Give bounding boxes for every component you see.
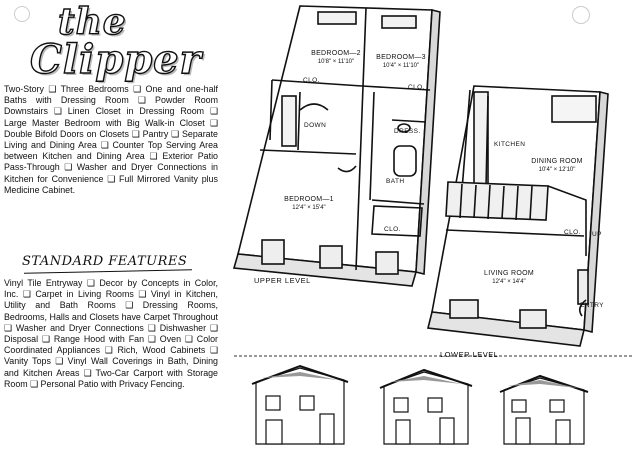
closet-upper-bottom-label: CLO. xyxy=(384,226,401,233)
binder-hole xyxy=(572,6,590,24)
elevation-sketch-1 xyxy=(251,364,349,445)
down-stair-label: DOWN xyxy=(304,122,327,129)
entry-label: ENTRY xyxy=(580,302,604,309)
bath-label: BATH xyxy=(386,178,405,185)
lower-level-label: LOWER LEVEL xyxy=(440,350,499,359)
model-title: the Clipper xyxy=(29,1,202,83)
closet-lower-label: CLO. xyxy=(564,229,581,236)
bedroom-1-label: BEDROOM—1 12'4" × 15'4" xyxy=(276,196,342,212)
standard-features-title: STANDARD FEATURES xyxy=(22,254,188,269)
bedroom-3-label: BEDROOM—3 10'4" × 11'10" xyxy=(372,54,430,70)
bedroom-3-dims: 10'4" × 11'10" xyxy=(382,63,420,69)
bedroom-2-name: BEDROOM—2 xyxy=(311,50,361,57)
bedroom-1-name: BEDROOM—1 xyxy=(284,196,334,203)
living-room-dims: 12'4" × 14'4" xyxy=(492,279,526,285)
lower-level-plan xyxy=(427,85,609,347)
dining-room-name: DINING ROOM xyxy=(531,158,583,165)
bedroom-3-name: BEDROOM—3 xyxy=(376,54,426,61)
closet-upper-left-label: CLO. xyxy=(303,77,320,84)
dressing-room-label: DRESS. xyxy=(394,128,421,135)
elevation-sketch-3 xyxy=(499,374,589,445)
bedroom-2-dims: 10'8" × 11'10" xyxy=(317,59,355,65)
bedroom-2-label: BEDROOM—2 10'8" × 11'10" xyxy=(306,50,366,66)
dining-room-dims: 10'4" × 12'10" xyxy=(538,167,576,173)
living-room-label: LIVING ROOM 12'4" × 14'4" xyxy=(474,270,544,286)
lower-floor-side-wall xyxy=(583,90,609,334)
elevation-sketch-2 xyxy=(379,368,473,445)
binder-hole xyxy=(14,6,30,22)
upper-level-label: UPPER LEVEL xyxy=(254,276,311,285)
title-line-2: Clipper xyxy=(29,36,202,83)
upper-floor-top xyxy=(236,5,433,273)
upper-level-plan xyxy=(232,5,441,287)
feature-description: Two-Story ❑ Three Bedrooms ❑ One and one… xyxy=(4,84,218,195)
standard-features-text: Vinyl Tile Entryway ❑ Decor by Concepts … xyxy=(4,278,218,389)
living-room-name: LIVING ROOM xyxy=(484,270,534,277)
standard-features-heading: STANDARD FEATURES xyxy=(22,254,202,274)
up-stair-label: UP xyxy=(592,231,602,238)
kitchen-label: KITCHEN xyxy=(494,141,526,148)
title-line-1: the xyxy=(57,1,127,43)
dining-room-label: DINING ROOM 10'4" × 12'10" xyxy=(522,158,592,174)
closet-upper-right-label: CLO. xyxy=(408,84,425,91)
bedroom-1-dims: 12'4" × 15'4" xyxy=(292,205,326,211)
